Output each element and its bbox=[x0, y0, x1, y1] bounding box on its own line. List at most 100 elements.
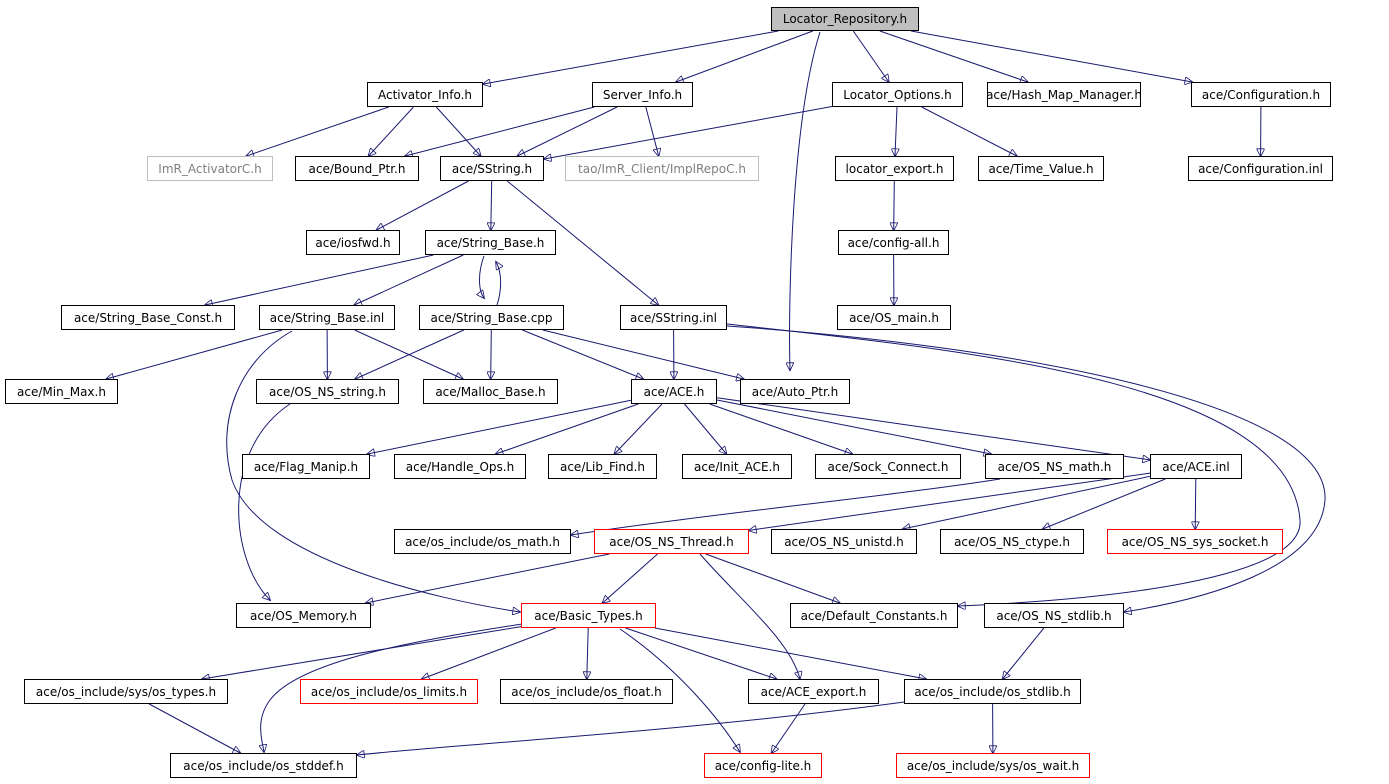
edge-basic-types-to-ace-export bbox=[625, 627, 777, 679]
edge-ace-h-to-handle-ops bbox=[496, 403, 639, 454]
edge-server-info-to-sstring bbox=[517, 106, 618, 156]
node-flag-manip[interactable]: ace/Flag_Manip.h bbox=[242, 454, 370, 479]
node-config-all[interactable]: ace/config-all.h bbox=[838, 230, 949, 255]
edge-locator-options-to-sstring bbox=[544, 106, 833, 160]
edge-locator-options-to-locator-export bbox=[895, 106, 897, 156]
edge-activator-info-to-imr-activatorc bbox=[246, 106, 389, 156]
node-string-base-inl[interactable]: ace/String_Base.inl bbox=[259, 305, 395, 330]
node-sstring[interactable]: ace/SString.h bbox=[440, 156, 544, 181]
node-configuration-inl[interactable]: ace/Configuration.inl bbox=[1188, 156, 1333, 181]
node-label: ace/os_include/sys/os_wait.h bbox=[906, 758, 1080, 773]
node-ace-export[interactable]: ace/ACE_export.h bbox=[748, 679, 879, 704]
node-string-base-cpp[interactable]: ace/String_Base.cpp bbox=[419, 305, 564, 330]
edge-ace-inl-to-os-ns-sys-socket bbox=[1195, 478, 1196, 529]
edge-os-ns-thread-to-basic-types bbox=[603, 553, 658, 603]
edge-ace-export-to-config-lite bbox=[772, 703, 806, 753]
edge-sstring-to-string-base bbox=[491, 180, 492, 230]
edge-server-info-to-implrepoc bbox=[645, 106, 659, 156]
node-label: ace/Lib_Find.h bbox=[559, 459, 646, 474]
node-label: ace/Basic_Types.h bbox=[534, 608, 643, 623]
node-os-stddef[interactable]: ace/os_include/os_stddef.h bbox=[170, 753, 357, 778]
node-label: ace/Configuration.h bbox=[1201, 87, 1321, 102]
node-min-max[interactable]: ace/Min_Max.h bbox=[5, 379, 118, 404]
node-label: ace/OS_NS_ctype.h bbox=[954, 534, 1070, 549]
node-label: ace/SString.h bbox=[451, 161, 533, 176]
node-label: ace/os_include/os_stddef.h bbox=[183, 758, 344, 773]
node-basic-types[interactable]: ace/Basic_Types.h bbox=[521, 603, 656, 628]
node-ace-inl[interactable]: ace/ACE.inl bbox=[1150, 454, 1242, 479]
node-os-math[interactable]: ace/os_include/os_math.h bbox=[394, 529, 571, 554]
node-hash-map-manager[interactable]: ace/Hash_Map_Manager.h bbox=[986, 82, 1142, 107]
edge-ace-h-to-lib-find bbox=[614, 403, 663, 454]
edge-string-base-cpp-to-os-ns-string bbox=[355, 329, 465, 379]
node-imr-activatorc[interactable]: ImR_ActivatorC.h bbox=[147, 156, 273, 181]
node-default-constants[interactable]: ace/Default_Constants.h bbox=[790, 603, 958, 628]
node-server-info[interactable]: Server_Info.h bbox=[592, 82, 693, 107]
edge-basic-types-to-os-float bbox=[587, 627, 588, 679]
node-label: ace/String_Base.inl bbox=[269, 310, 385, 325]
edge-ace-h-to-flag-manip bbox=[367, 399, 632, 454]
node-init-ace[interactable]: ace/Init_ACE.h bbox=[682, 454, 792, 479]
node-configuration[interactable]: ace/Configuration.h bbox=[1191, 82, 1331, 107]
edge-locator-repository-to-auto-ptr bbox=[790, 31, 821, 370]
node-activator-info[interactable]: Activator_Info.h bbox=[367, 82, 483, 107]
node-os-float[interactable]: ace/os_include/os_float.h bbox=[500, 679, 673, 704]
edge-basic-types-to-os-limits bbox=[422, 627, 556, 679]
node-implrepoc[interactable]: tao/ImR_Client/ImplRepoC.h bbox=[565, 156, 759, 181]
node-sys-os-wait[interactable]: ace/os_include/sys/os_wait.h bbox=[896, 753, 1090, 778]
node-handle-ops[interactable]: ace/Handle_Ops.h bbox=[394, 454, 526, 479]
node-os-stdlib[interactable]: ace/os_include/os_stdlib.h bbox=[904, 679, 1081, 704]
node-time-value[interactable]: ace/Time_Value.h bbox=[978, 156, 1104, 181]
node-label: ace/OS_NS_string.h bbox=[269, 384, 386, 399]
node-sstring-inl[interactable]: ace/SString.inl bbox=[620, 305, 727, 330]
node-sys-os-types[interactable]: ace/os_include/sys/os_types.h bbox=[24, 679, 228, 704]
node-os-ns-ctype[interactable]: ace/OS_NS_ctype.h bbox=[940, 529, 1084, 554]
node-locator-export[interactable]: locator_export.h bbox=[835, 156, 954, 181]
node-os-ns-thread[interactable]: ace/OS_NS_Thread.h bbox=[594, 529, 749, 554]
node-string-base[interactable]: ace/String_Base.h bbox=[425, 230, 556, 255]
edge-activator-info-to-bound-ptr bbox=[369, 106, 414, 156]
node-label: ace/SString.inl bbox=[630, 310, 717, 325]
node-iosfwd[interactable]: ace/iosfwd.h bbox=[306, 230, 400, 255]
node-bound-ptr[interactable]: ace/Bound_Ptr.h bbox=[295, 156, 419, 181]
node-auto-ptr[interactable]: ace/Auto_Ptr.h bbox=[740, 379, 850, 404]
node-os-ns-string[interactable]: ace/OS_NS_string.h bbox=[256, 379, 399, 404]
node-os-ns-unistd[interactable]: ace/OS_NS_unistd.h bbox=[771, 529, 917, 554]
node-os-ns-sys-socket[interactable]: ace/OS_NS_sys_socket.h bbox=[1107, 529, 1283, 554]
node-os-memory[interactable]: ace/OS_Memory.h bbox=[236, 603, 371, 628]
node-label: ace/OS_main.h bbox=[849, 310, 939, 325]
edge-string-base-cpp-to-auto-ptr bbox=[542, 329, 744, 379]
node-label: ace/OS_NS_sys_socket.h bbox=[1121, 534, 1269, 549]
node-os-main[interactable]: ace/OS_main.h bbox=[837, 305, 951, 330]
node-string-base-const[interactable]: ace/String_Base_Const.h bbox=[61, 305, 235, 330]
node-label: ace/Bound_Ptr.h bbox=[308, 161, 406, 176]
node-ace-h[interactable]: ace/ACE.h bbox=[631, 379, 717, 404]
edge-os-ns-string-to-os-memory bbox=[238, 403, 291, 600]
edge-locator-options-to-time-value bbox=[921, 106, 1017, 156]
node-sock-connect[interactable]: ace/Sock_Connect.h bbox=[815, 454, 961, 479]
node-label: ace/OS_Memory.h bbox=[250, 608, 357, 623]
node-os-ns-stdlib[interactable]: ace/OS_NS_stdlib.h bbox=[984, 603, 1124, 628]
node-label: ace/os_include/os_stdlib.h bbox=[914, 684, 1071, 699]
edge-locator-repository-to-activator-info bbox=[483, 30, 779, 84]
edge-string-base-to-string-base-cpp bbox=[480, 255, 485, 298]
node-label: ace/ACE.h bbox=[643, 384, 705, 399]
node-label: Locator_Repository.h bbox=[782, 12, 908, 26]
node-locator-options[interactable]: Locator_Options.h bbox=[832, 82, 963, 107]
edge-string-base-inl-to-min-max bbox=[106, 329, 283, 379]
edge-ace-inl-to-os-ns-unistd bbox=[903, 475, 1151, 529]
node-label: ace/String_Base.cpp bbox=[430, 310, 553, 325]
edge-ace-h-to-init-ace bbox=[684, 403, 727, 454]
node-config-lite[interactable]: ace/config-lite.h bbox=[704, 753, 822, 778]
node-label: ace/ACE.inl bbox=[1162, 459, 1230, 474]
node-os-ns-math[interactable]: ace/OS_NS_math.h bbox=[985, 454, 1124, 479]
edge-locator-export-to-config-all bbox=[894, 180, 895, 230]
edge-string-base-cpp-to-ace-h bbox=[522, 329, 643, 379]
edge-basic-types-to-os-stddef bbox=[261, 623, 523, 752]
node-malloc-base[interactable]: ace/Malloc_Base.h bbox=[423, 379, 558, 404]
node-os-limits[interactable]: ace/os_include/os_limits.h bbox=[300, 679, 478, 704]
node-lib-find[interactable]: ace/Lib_Find.h bbox=[548, 454, 657, 479]
edge-sstring-inl-to-os-ns-stdlib bbox=[726, 325, 1326, 612]
